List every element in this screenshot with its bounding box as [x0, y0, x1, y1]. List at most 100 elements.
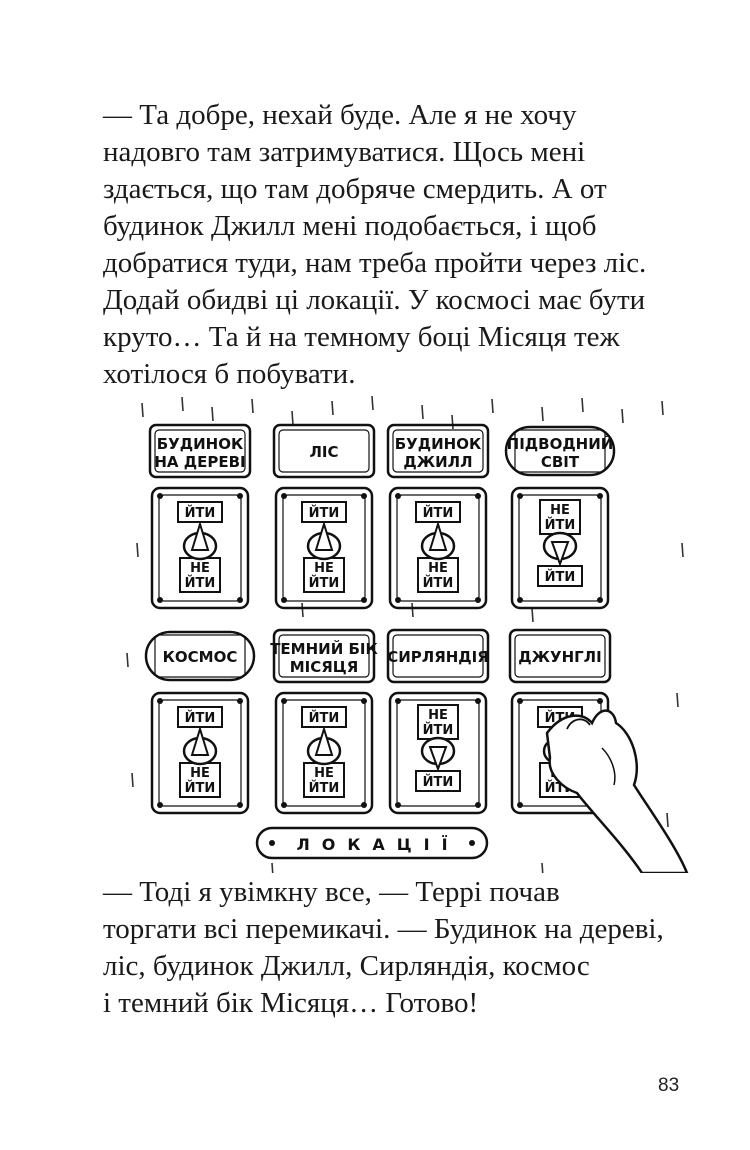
location-label: ДЖИЛЛ [403, 453, 472, 471]
screw [597, 493, 603, 499]
screw [281, 698, 287, 704]
label-sign [386, 628, 490, 684]
scratch-mark [676, 692, 679, 708]
scratch-mark [126, 652, 129, 668]
scratch-mark [331, 400, 334, 416]
scratch-mark [291, 410, 294, 426]
paragraph-top: — Та добре, нехай буде. Але я не хочу на… [103, 97, 703, 393]
scratch-mark [136, 542, 139, 558]
switch-plate [274, 486, 374, 610]
text-line: добратися туди, нам треба пройти через л… [103, 247, 647, 279]
scratch-mark [211, 406, 214, 422]
location-label: ПІДВОДНИЙ [507, 434, 614, 453]
paragraph-bottom: — Тоді я увімкну все, — Террі почав торг… [103, 874, 703, 1022]
no-go-tag [539, 499, 581, 535]
label-sign-inner [514, 634, 606, 678]
location-label: БУДИНОК [395, 435, 482, 453]
location-label: МІСЯЦЯ [290, 658, 359, 676]
label-sign [508, 628, 612, 684]
switch-lever-arrow [550, 541, 570, 567]
hand-detail-line [601, 747, 616, 786]
label-sign-inner [392, 429, 484, 473]
label-sign [272, 423, 376, 479]
switch-plate-inner [396, 699, 480, 807]
scratch-mark [251, 398, 254, 414]
switch-plate-inner [396, 494, 480, 602]
screw [361, 802, 367, 808]
go-label: ЙТИ [185, 710, 216, 726]
scratch-mark [621, 408, 624, 424]
no-go-tag [417, 557, 459, 593]
screw [281, 597, 287, 603]
locations-strip [255, 826, 489, 860]
text-line: — Тоді я увімкну все, — Террі почав [103, 876, 560, 908]
screw [395, 802, 401, 808]
screw [157, 597, 163, 603]
scratch-mark [681, 542, 684, 558]
no-go-label: ЙТИ [309, 780, 340, 796]
no-go-label: НЕ [190, 766, 210, 781]
label-sign [272, 628, 376, 684]
scratch-mark [271, 862, 274, 873]
text-line: круто… Та й на темному боці Місяця теж [103, 321, 620, 353]
no-go-tag [179, 762, 221, 798]
locations-strip-label: ЛОКАЦІЇ [296, 835, 459, 854]
screw [157, 493, 163, 499]
switch-lever-arrow [428, 746, 448, 772]
switch-plate [388, 691, 488, 815]
text-line: ліс, будинок Джилл, Сирляндія, космос [103, 950, 590, 982]
location-label: СИРЛЯНДІЯ [387, 648, 489, 666]
no-go-label: НЕ [314, 766, 334, 781]
switch-plate-inner [518, 494, 602, 602]
text-line: будинок Джилл мені подобається, і щоб [103, 210, 597, 242]
scratch-mark [131, 772, 134, 788]
no-go-label: НЕ [428, 561, 448, 576]
hand-finger-line [566, 718, 591, 730]
screw [157, 698, 163, 704]
switch-plate [150, 691, 250, 815]
switch-lever-arrow [190, 520, 210, 551]
screw [361, 493, 367, 499]
scratch-mark [661, 400, 664, 416]
screw [597, 698, 603, 704]
screw [395, 698, 401, 704]
screw [395, 597, 401, 603]
screw [281, 802, 287, 808]
hand-drawing [545, 709, 689, 873]
switch-plate [388, 486, 488, 610]
label-sign-inner [154, 429, 246, 473]
text-line: здається, що там добряче смердить. А от [103, 173, 607, 205]
scratch-mark [371, 395, 374, 411]
switch-plate-inner [282, 699, 366, 807]
switch-plate [510, 486, 610, 610]
no-go-label: ЙТИ [185, 575, 216, 591]
screw [517, 802, 523, 808]
label-sign-inner [392, 634, 484, 678]
label-sign [144, 630, 256, 682]
no-go-label: ЙТИ [545, 517, 576, 533]
text-line: Додай обидві ці локації. У космосі має б… [103, 284, 646, 316]
scratch-mark [141, 402, 144, 418]
switch-plate-inner [158, 494, 242, 602]
screw [237, 802, 243, 808]
screw [517, 698, 523, 704]
screw [475, 597, 481, 603]
label-sign-inner [278, 634, 370, 678]
label-sign [386, 423, 490, 479]
screw [475, 493, 481, 499]
no-go-tag [303, 557, 345, 593]
switch-plate-inner [282, 494, 366, 602]
label-sign-inner [154, 634, 246, 678]
text-line: і темний бік Місяця… Готово! [103, 987, 479, 1019]
screw [475, 698, 481, 704]
switch-lever-arrow [314, 520, 334, 551]
go-label: ЙТИ [309, 505, 340, 521]
screw [237, 493, 243, 499]
screw [361, 698, 367, 704]
